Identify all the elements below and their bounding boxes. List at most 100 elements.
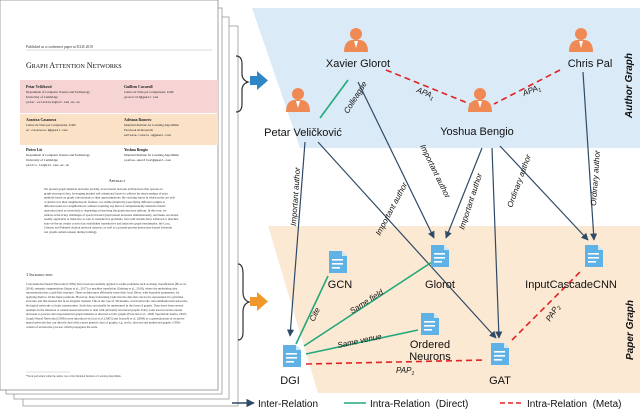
paper-text-line: neural networks that can directly deal w… [26, 321, 181, 326]
legend-meta-label: Intra-Relation (Meta) [527, 399, 621, 410]
paper-text-line: readily applicable to inductive as well … [44, 217, 179, 221]
edge-yoshua-glorot [445, 147, 483, 239]
paper-text-line: methods based on graph convolutions or t… [44, 196, 176, 200]
paper-name-dgi: DGI [280, 375, 300, 387]
abstract-heading: Abstract [109, 178, 126, 183]
edge-xavier-glorot [357, 81, 435, 239]
author-arrow-icon [250, 71, 268, 90]
abstract-body: We present graph attention networks (GAT… [44, 187, 179, 234]
document-icon [329, 251, 347, 273]
paper-author-line: adriana.romero.s@gmail.com [124, 133, 171, 137]
paper-node-inputcascade: InputCascadeCNN [525, 245, 617, 291]
paper-author-line: Guillem Cucurull [124, 85, 153, 89]
paper-name-ordered-line2: Neurons [409, 351, 451, 363]
paper-author-line: Montréal Institute for Learning Algorith… [124, 153, 180, 157]
edge-yoshua-gat [491, 147, 503, 339]
paper-text-line: to attend over their neighborhoods' feat… [44, 200, 166, 205]
paper-author-line: Facebook AI Research [124, 128, 153, 132]
paper-text-line: Citeseer and Pubmed citation network dat… [44, 226, 172, 231]
paper-text-line: test graphs remain unseen during trainin… [44, 230, 97, 234]
paper-text-line: Graph Neural Networks (GNNs) were introd… [26, 316, 185, 320]
apa-edge-chris-yoshua [493, 69, 561, 105]
edge-petar-gat [317, 141, 497, 339]
paper-text-line: address several key challenges of spectr… [44, 213, 178, 218]
paper-front-sheet [0, 0, 219, 391]
intro-heading: 1 Introduction [26, 272, 53, 277]
author-name-xavier: Xavier Glorot [326, 58, 390, 70]
author-node-yoshua: Yoshua Bengio [440, 88, 514, 138]
paper-author-line: Adriana Romero [124, 118, 152, 122]
edge-petar-dgi [286, 141, 306, 337]
legend-inter-label: Inter-Relation [258, 399, 318, 410]
author-brace [235, 55, 250, 113]
paper-author-line: Montréal Institute for Learning Algorith… [124, 123, 180, 127]
author-name-petar: Petar Veličković [264, 127, 342, 139]
document-icon [585, 245, 603, 267]
apa-edge-xavier-yoshua [385, 69, 471, 105]
paper-header: Published as a conference paper at ICLR … [26, 45, 93, 49]
paper-node-gcn: GCN [328, 251, 353, 291]
paper-text-line: 2016), semantic segmentation (Jégou et a… [26, 286, 178, 291]
document-icon [283, 345, 301, 367]
paper-author-line: University of Cambridge [26, 158, 58, 162]
author-highlight-band [20, 80, 218, 113]
legend: Inter-Relation Intra-Relation (Direct) I… [232, 398, 621, 410]
paper-footnote: *Work performed while the author was at … [26, 375, 122, 378]
paper-node-glorot: Glorot [425, 245, 455, 291]
paper-text-line: attempts in the literature to extend neu… [26, 308, 182, 312]
paper-author-line: yoshua.umontreal@gmail.com [124, 158, 171, 162]
paper-author-line: petar.velickovic@cst.cam.ac.uk [26, 100, 80, 104]
paper-brace [237, 263, 251, 341]
paper-author-line: pietro.lio@cst.cam.ac.uk [26, 163, 69, 167]
paper-author-line: Yoshua Bengio [124, 148, 148, 152]
paper-node-gat: GAT [489, 343, 511, 387]
same-venue-edge [305, 329, 419, 355]
document-icon [431, 245, 449, 267]
pap1-label: PAP1 [396, 366, 414, 377]
paper-text-line: graph-structured data, leveraging masked… [44, 191, 168, 196]
important-author-label-3: Important author [418, 143, 452, 200]
paper-author-line: gcucurull@gmail.com [124, 95, 158, 99]
colleague-edge [319, 79, 349, 119]
paper-name-gcn: GCN [328, 279, 353, 291]
paper-name-glorot: Glorot [425, 279, 455, 291]
same-field-edge [303, 261, 433, 347]
paper-graph-plane [268, 226, 640, 393]
paper-author-line: Petar Veličković [26, 85, 53, 89]
edge-chris-inputcascade [582, 71, 598, 241]
cite-edge [295, 275, 329, 345]
paper-author-line: Department of Computer Science and Techn… [26, 153, 90, 157]
paper-author-line: University of Cambridge [26, 95, 58, 99]
paper-author-line: Department of Computer Science and Techn… [26, 90, 90, 94]
paper-text-line: applying them to all the input positions… [26, 295, 184, 300]
paper-text-line: biological networks or brain connectomes… [26, 304, 184, 308]
paper-author-line: Pietro Liò [26, 148, 42, 152]
author-name-chris: Chris Pal [568, 58, 613, 70]
paper-arrow-icon [250, 292, 268, 311]
legend-direct-label: Intra-Relation (Direct) [370, 399, 468, 410]
important-author-label-1: Important author [289, 167, 302, 227]
paper-name-ordered-line1: Ordered [410, 339, 450, 351]
paper-node-dgi: DGI [280, 345, 301, 387]
paper-author-line: Centre de Visió per Computador, UAB [26, 123, 76, 128]
paper-text-line: Convolutional Neural Networks (CNNs) hav… [26, 282, 187, 287]
document-icon [491, 343, 509, 365]
paper-title: Graph Attention Networks [26, 61, 122, 70]
paper-text-line: operation (such as inversion) or dependi… [44, 209, 167, 214]
paper-author-line: ar.casanova.8@gmail.com [26, 128, 68, 132]
paper-stack: Published as a conference paper at ICLR … [0, 0, 239, 407]
document-icon [421, 313, 439, 335]
paper-name-inputcascade: InputCascadeCNN [525, 279, 617, 291]
ordinary-author-label-1: Ordinary author [505, 153, 533, 209]
intro-body: Convolutional Neural Networks (CNNs) hav… [26, 282, 188, 330]
paper-author-line: Centre de Visió per Computador, UAB [124, 90, 174, 95]
inter-relation-edges [286, 71, 598, 339]
paper-text-line: representation has a grid-like structure… [26, 291, 180, 296]
author-name-yoshua: Yoshua Bengio [440, 126, 514, 138]
ordinary-author-label-2: Ordinary author [589, 150, 602, 206]
paper-text-line: structure and that instead lies in an ir… [26, 299, 188, 304]
paper-text-line: networks to process data represented in … [26, 312, 187, 317]
paper-text-line: consist of an iterative process, which p… [26, 325, 98, 330]
paper-author-line: Arantxa Casanova [26, 118, 56, 122]
paper-text-line: We present graph attention networks (GAT… [44, 187, 163, 192]
